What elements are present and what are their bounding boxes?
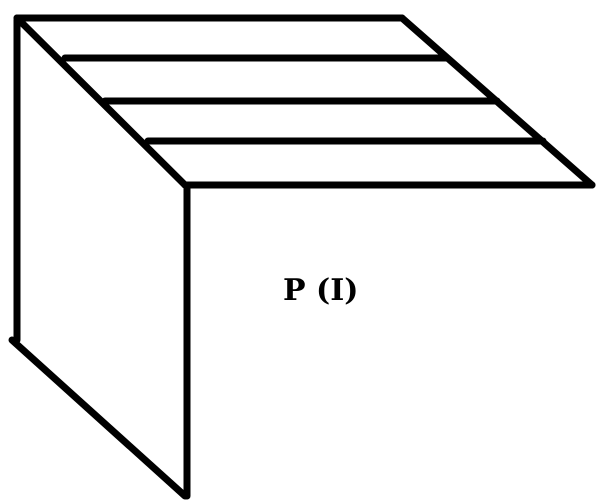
left-face-bottom-edge [8, 336, 189, 500]
front-face: P (I) [181, 181, 596, 500]
top-face [13, 14, 596, 189]
front-face-label: P (I) [283, 273, 358, 308]
left-face [8, 16, 189, 500]
top-face-left-edge [13, 14, 189, 189]
